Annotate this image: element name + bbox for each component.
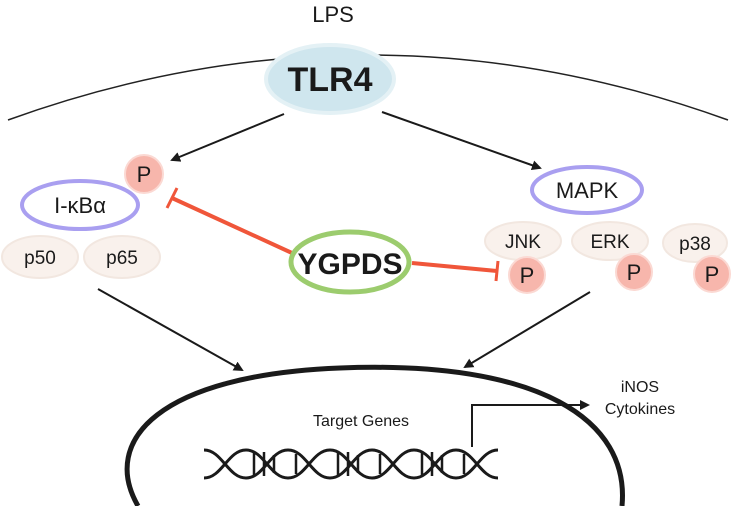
tlr4-receptor bbox=[264, 43, 396, 115]
p65-label: p65 bbox=[106, 248, 138, 269]
ygpds-compound bbox=[288, 229, 412, 295]
jnk-label: JNK bbox=[505, 232, 541, 253]
p50-label: p50 bbox=[24, 248, 56, 269]
erk-label: ERK bbox=[590, 232, 629, 253]
arrow-tlr4-to-mapk bbox=[381, 111, 542, 171]
p38-phospho-label: P bbox=[705, 262, 720, 287]
dna-helix bbox=[203, 448, 499, 480]
p38-label: p38 bbox=[679, 234, 711, 255]
inhibit-bar-mapk bbox=[494, 260, 500, 282]
arrow-tlr4-to-ikba bbox=[170, 113, 285, 162]
tlr4-label: TLR4 bbox=[288, 61, 373, 99]
inhibit-bar-ikba bbox=[165, 187, 179, 209]
jnk-phospho-label: P bbox=[520, 263, 535, 288]
arrow-mapk-to-nucleus bbox=[463, 291, 591, 369]
erk-phospho-badge bbox=[615, 253, 653, 291]
p38-phospho-badge bbox=[693, 255, 731, 293]
expression-arrow bbox=[471, 400, 590, 447]
ikba-phospho-label: P bbox=[137, 162, 152, 187]
inhibit-line-ikba bbox=[171, 196, 293, 255]
mapk-label: MAPK bbox=[556, 178, 619, 203]
lps-label: LPS bbox=[312, 2, 354, 27]
ikba-node bbox=[20, 179, 140, 231]
ikba-label: I-κBα bbox=[54, 193, 106, 218]
jnk-phospho-badge bbox=[508, 256, 546, 294]
erk-phospho-label: P bbox=[627, 260, 642, 285]
mapk-node bbox=[530, 165, 644, 215]
p65-subunit bbox=[83, 235, 161, 279]
arrow-nfkb-to-nucleus bbox=[97, 288, 244, 371]
cytokines-label: Cytokines bbox=[605, 401, 675, 418]
p38-kinase bbox=[662, 223, 728, 263]
erk-kinase bbox=[571, 221, 649, 261]
target-genes-label: Target Genes bbox=[313, 413, 409, 430]
p50-subunit bbox=[1, 235, 79, 279]
ikba-phospho-badge bbox=[124, 154, 164, 194]
inos-label: iNOS bbox=[621, 379, 659, 396]
nucleus-membrane bbox=[124, 364, 625, 506]
ygpds-label: YGPDS bbox=[297, 248, 402, 281]
inhibit-line-mapk bbox=[411, 261, 498, 273]
